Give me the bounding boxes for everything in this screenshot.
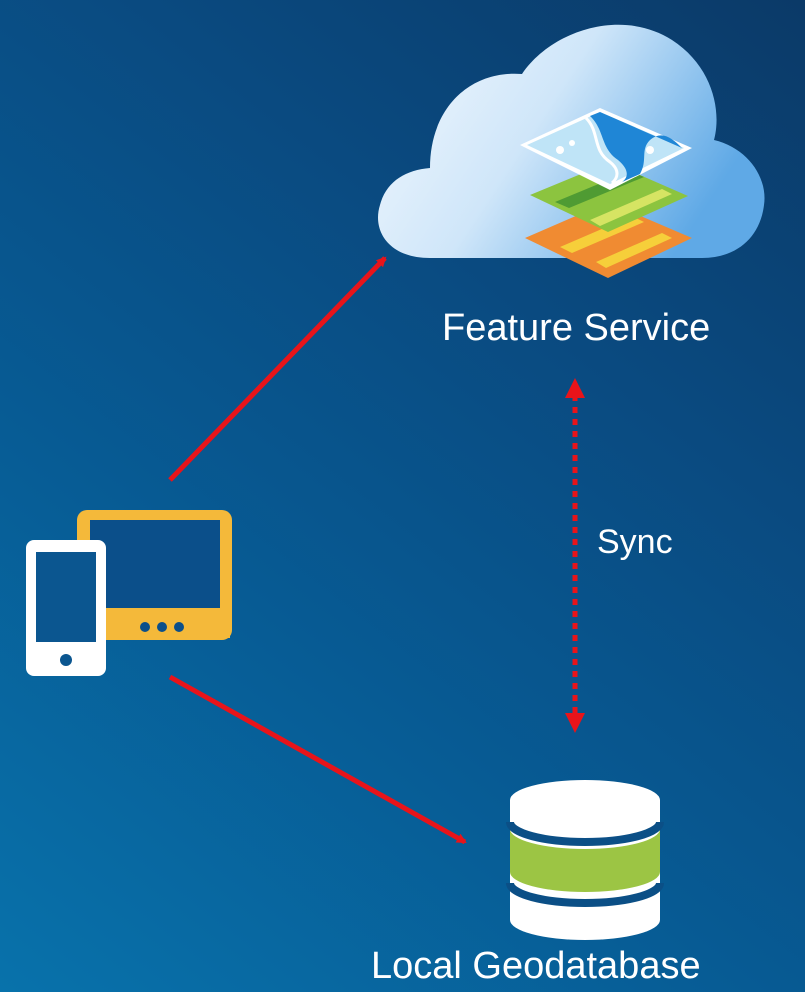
feature-service-label: Feature Service <box>442 307 711 349</box>
cloud-layers-icon <box>378 24 765 278</box>
map-layers-icon <box>520 108 692 278</box>
phone-icon <box>26 540 106 676</box>
arrow-to-feature-service <box>168 256 387 482</box>
sync-label: Sync <box>597 523 673 561</box>
local-geodatabase-label: Local Geodatabase <box>371 945 701 987</box>
database-icon <box>506 780 664 940</box>
arrow-to-local-geodatabase <box>168 674 467 845</box>
sync-arrow <box>565 378 585 733</box>
tablet-icon <box>77 510 232 640</box>
mobile-tablet-icon <box>26 510 232 676</box>
